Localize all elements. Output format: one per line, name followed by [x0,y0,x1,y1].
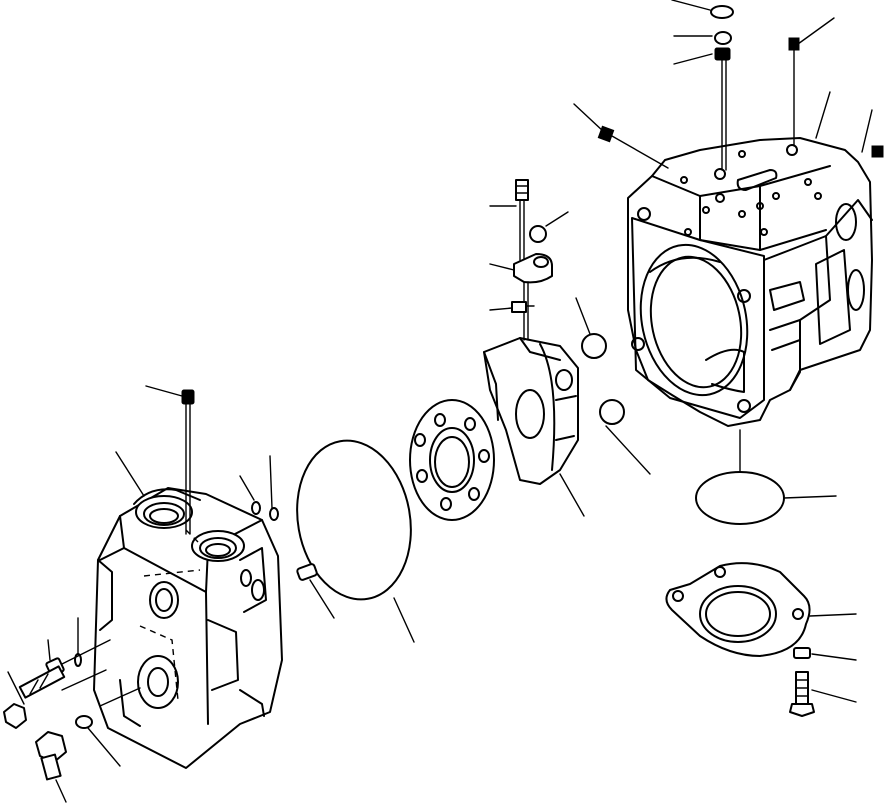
bolt-part-right [871,145,884,158]
small-plug [269,507,279,521]
end-cap-bolt [181,389,195,535]
callout-leader-lines [7,0,873,803]
o-ring-center [296,439,412,601]
end-cap-housing [93,487,283,769]
valve-plate-fittings [511,179,553,341]
ball-part-2 [599,399,625,425]
pump-case-housing [627,137,873,427]
case-top-small-parts [597,5,884,171]
washer-part [714,31,732,45]
small-seal [251,501,261,515]
ball-part [581,333,607,359]
nut-and-bolt [789,647,815,717]
o-ring-large [695,471,785,525]
flange-gasket [665,562,811,657]
plug-part [710,5,734,19]
nut-part [714,47,731,61]
left-side-bolts [3,639,111,781]
valve-plate-block [483,337,579,485]
dowel-pin [296,563,318,581]
cylinder-flange-plate [409,399,495,521]
